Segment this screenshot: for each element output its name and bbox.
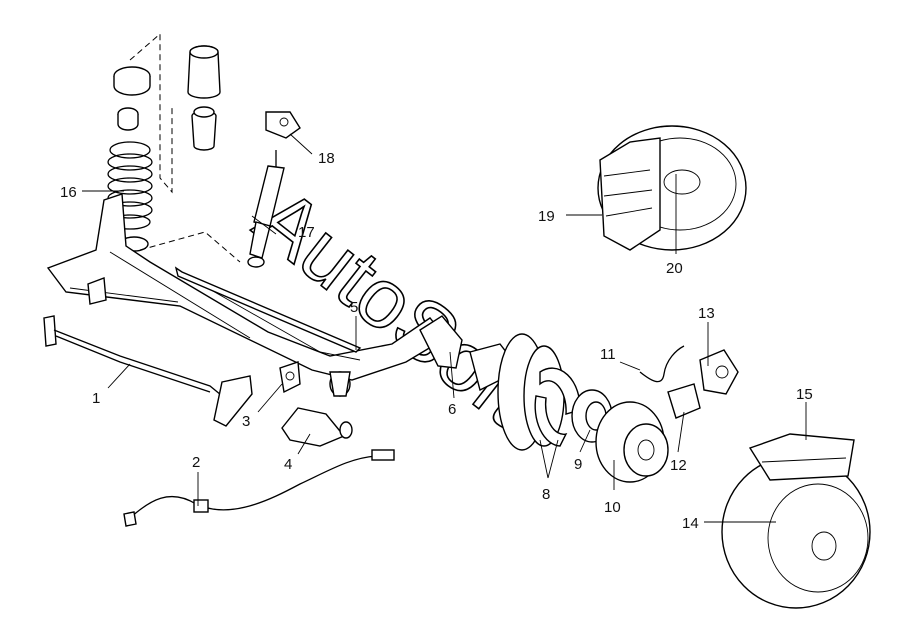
callout-14: 14	[682, 515, 699, 532]
track-rod	[43, 315, 253, 427]
callout-19: 19	[538, 208, 555, 225]
callout-4: 4	[284, 456, 292, 473]
callout-15: 15	[796, 386, 813, 403]
callout-1: 1	[92, 390, 100, 407]
bump-stop-parts	[187, 45, 221, 151]
callout-18: 18	[318, 150, 335, 167]
brake-pad	[667, 383, 701, 419]
spare-wheel	[597, 125, 747, 251]
brake-shoes	[497, 333, 581, 451]
road-wheel	[721, 433, 871, 609]
leader-lines	[82, 133, 807, 523]
rear-axle-beam	[46, 193, 448, 397]
handbrake-cable	[123, 449, 395, 527]
callout-labels: 1 2 3 4 5 6 8 9 10 11 12 13 14 15 16 17 …	[60, 150, 813, 532]
callout-20: 20	[666, 260, 683, 277]
callout-10: 10	[604, 499, 621, 516]
callout-6: 6	[448, 401, 456, 418]
pivot-bracket	[281, 407, 353, 447]
shock-absorber	[247, 111, 301, 268]
callout-11: 11	[600, 346, 616, 363]
callout-3: 3	[242, 413, 250, 430]
callout-9: 9	[574, 456, 582, 473]
brake-hose	[639, 345, 685, 383]
callout-2: 2	[192, 454, 200, 471]
callout-8: 8	[542, 486, 550, 503]
callout-13: 13	[698, 305, 715, 322]
mount-bracket	[279, 361, 301, 394]
callout-12: 12	[670, 457, 687, 474]
caliper	[699, 349, 739, 395]
callout-17: 17	[298, 224, 315, 241]
brake-disc	[595, 401, 669, 483]
callout-16: 16	[60, 184, 77, 201]
assembly-guide-lines	[129, 32, 241, 263]
callout-5: 5	[350, 299, 358, 316]
